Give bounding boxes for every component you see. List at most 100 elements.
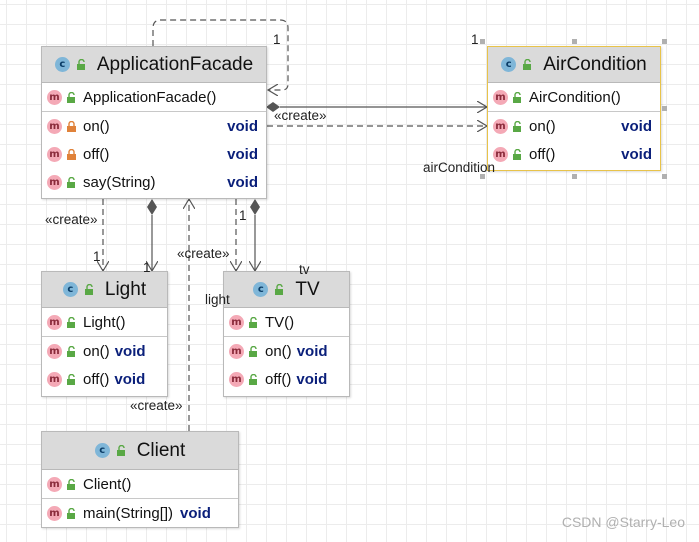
member-name: AirCondition() (529, 88, 621, 106)
method-icon: m (47, 506, 62, 521)
member-row[interactable]: m on() void (224, 336, 349, 365)
member-name: off() (265, 371, 292, 388)
watermark: CSDN @Starry-Leo (561, 514, 685, 530)
method-icon: m (47, 372, 62, 387)
member-row[interactable]: m off() void (42, 140, 266, 168)
class-icon: c (54, 57, 70, 72)
member-row[interactable]: m say(String) void (42, 168, 266, 197)
member-row[interactable]: m on() void (42, 336, 167, 365)
member-row[interactable]: m Client() (42, 470, 238, 498)
unlock-icon (67, 374, 75, 385)
member-row[interactable]: m main(String[]) void (42, 498, 238, 528)
method-icon: m (47, 476, 62, 492)
member-row[interactable]: m AirCondition() (488, 83, 660, 111)
self-association-line (152, 19, 289, 90)
method-icon: m (47, 118, 62, 134)
tv-multiplicity-label: 1 (239, 208, 247, 223)
return-type: void (114, 371, 146, 388)
class-header: c Light (42, 272, 167, 308)
class-header: c ApplicationFacade (42, 47, 266, 83)
unlock-icon (249, 374, 257, 385)
return-type: void (621, 117, 652, 135)
create-client-label: «create» (130, 398, 183, 413)
class-tv[interactable]: c TV m TV() m on() void m off() void (223, 271, 350, 397)
member-name: on() (529, 117, 556, 135)
selection-handle[interactable] (662, 106, 667, 111)
member-row[interactable]: m on() void (42, 111, 266, 140)
lock-icon (67, 148, 76, 160)
member-row[interactable]: m on() void (488, 111, 660, 140)
unlock-icon (116, 445, 125, 456)
air-multiplicity-label: 1 (471, 32, 479, 47)
method-icon: m (229, 343, 244, 359)
unlock-icon (84, 284, 93, 295)
selection-handle[interactable] (480, 174, 485, 179)
return-type: void (227, 174, 258, 191)
class-application-facade[interactable]: c ApplicationFacade m ApplicationFacade(… (41, 46, 267, 199)
unlock-icon (513, 91, 521, 103)
class-icon: c (501, 57, 517, 72)
return-type: void (296, 342, 328, 360)
class-name: TV (295, 278, 320, 300)
unlock-icon (67, 508, 75, 519)
member-name: off() (83, 145, 110, 163)
method-icon: m (229, 314, 244, 330)
member-name: off() (83, 371, 110, 388)
main-class-icon: c (94, 443, 110, 458)
return-type: void (296, 371, 328, 388)
return-type: void (227, 145, 258, 163)
class-header: c Client (42, 432, 238, 470)
class-icon: c (253, 282, 269, 297)
return-type: void (227, 117, 258, 135)
method-icon: m (229, 372, 244, 387)
unlock-icon (67, 345, 75, 357)
selection-handle[interactable] (480, 39, 485, 44)
composition-air-diamond (266, 102, 280, 112)
member-name: Client() (83, 475, 132, 493)
lock-icon (67, 120, 76, 132)
air-role-label: airCondition (423, 160, 496, 175)
member-name: on() (83, 117, 110, 135)
unlock-icon (67, 478, 75, 490)
selection-handle[interactable] (572, 174, 577, 179)
member-row[interactable]: m off() void (42, 365, 167, 394)
member-name: on() (265, 342, 292, 360)
unlock-icon (67, 177, 75, 188)
class-header: c TV (224, 272, 349, 308)
unlock-icon (523, 59, 532, 70)
member-name: TV() (265, 313, 295, 331)
class-header: c AirCondition (488, 47, 660, 83)
unlock-icon (67, 316, 75, 328)
member-name: ApplicationFacade() (83, 88, 217, 106)
return-type: void (180, 505, 211, 522)
member-row[interactable]: m Light() (42, 308, 167, 336)
class-name: Light (104, 278, 147, 300)
class-client[interactable]: c Client m Client() m main(String[]) voi… (41, 431, 239, 528)
unlock-icon (275, 284, 284, 295)
unlock-icon (249, 345, 257, 357)
method-icon: m (47, 89, 62, 105)
light-role-label: light (205, 292, 230, 307)
member-name: main(String[]) (83, 505, 174, 522)
method-icon: m (47, 343, 62, 359)
class-light[interactable]: c Light m Light() m on() void m off() vo… (41, 271, 168, 397)
class-icon: c (62, 282, 78, 297)
unlock-icon (67, 91, 75, 103)
unlock-icon (76, 59, 85, 70)
member-row[interactable]: m off() void (224, 365, 349, 394)
unlock-icon (249, 316, 257, 328)
method-icon: m (47, 175, 62, 190)
member-row[interactable]: m TV() (224, 308, 349, 336)
selection-handle[interactable] (662, 39, 667, 44)
selection-handle[interactable] (662, 174, 667, 179)
class-air-condition[interactable]: c AirCondition m AirCondition() m on() v… (487, 46, 661, 171)
member-row[interactable]: m off() void (488, 140, 660, 169)
return-type: void (621, 146, 652, 163)
member-name: off() (529, 146, 556, 163)
selection-handle[interactable] (572, 39, 577, 44)
member-row[interactable]: m ApplicationFacade() (42, 83, 266, 111)
create-tv-label: «create» (177, 246, 230, 261)
member-name: on() (83, 342, 110, 360)
member-name: Light() (83, 313, 126, 331)
unlock-icon (513, 149, 521, 160)
